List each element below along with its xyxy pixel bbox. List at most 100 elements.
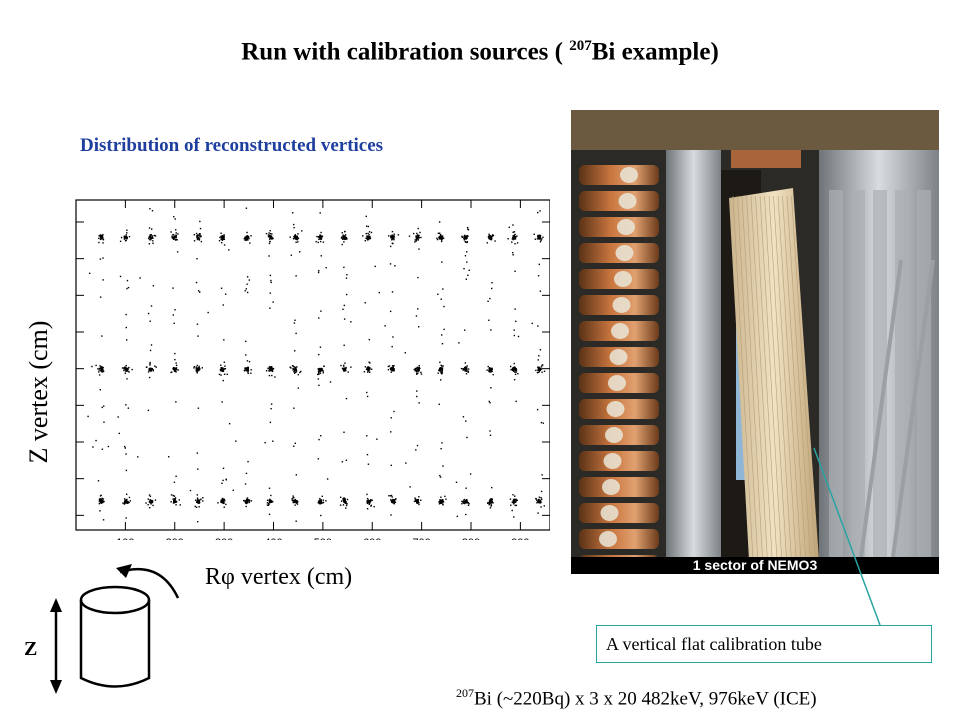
scatter-point bbox=[269, 240, 271, 243]
scatter-point bbox=[272, 301, 274, 303]
scatter-point bbox=[318, 370, 320, 372]
x-tick-label: 100 bbox=[116, 537, 134, 540]
wire-line bbox=[746, 195, 768, 561]
scatter-point bbox=[196, 236, 198, 239]
wire-line bbox=[768, 195, 792, 561]
scatter-point bbox=[172, 238, 175, 241]
scatter-point bbox=[488, 369, 490, 371]
scatter-point bbox=[244, 236, 246, 239]
scatter-point bbox=[149, 367, 151, 369]
scatter-point bbox=[345, 293, 348, 296]
scatter-point bbox=[441, 237, 444, 240]
scatter-point bbox=[516, 235, 518, 237]
scatter-point bbox=[223, 361, 226, 363]
scatter-point bbox=[514, 369, 516, 372]
scatter-point bbox=[249, 242, 251, 244]
scatter-point bbox=[125, 493, 128, 496]
scatter-point bbox=[175, 367, 177, 370]
x-tick-label: 600 bbox=[363, 537, 381, 540]
scatter-point bbox=[101, 498, 104, 500]
scatter-point bbox=[318, 317, 320, 319]
x-tick-label: 800 bbox=[462, 537, 480, 540]
plot-frame bbox=[75, 199, 550, 531]
scatter-point bbox=[224, 368, 227, 370]
scatter-point bbox=[511, 509, 513, 512]
scatter-point bbox=[416, 373, 418, 375]
scatter-point bbox=[125, 370, 128, 372]
scatter-point bbox=[368, 361, 370, 363]
scatter-point bbox=[488, 370, 490, 372]
scatter-point bbox=[124, 499, 126, 502]
scatter-point bbox=[99, 368, 102, 370]
scatter-point bbox=[247, 239, 249, 241]
scatter-point bbox=[540, 506, 542, 508]
scatter-point bbox=[103, 405, 105, 407]
scatter-point bbox=[293, 226, 295, 229]
scatter-point bbox=[491, 500, 493, 503]
scatter-point bbox=[150, 228, 153, 230]
scatter-point bbox=[339, 504, 342, 506]
scatter-point bbox=[170, 231, 172, 233]
scatter-point bbox=[343, 431, 345, 433]
scatter-point bbox=[443, 328, 445, 331]
scatter-point bbox=[196, 372, 198, 374]
scatter-point bbox=[489, 500, 492, 503]
scatter-point bbox=[541, 238, 543, 240]
scatter-point bbox=[218, 373, 221, 376]
scatter-point bbox=[220, 369, 222, 371]
scatter-point bbox=[512, 368, 515, 370]
scatter-point bbox=[488, 400, 490, 403]
scatter-point bbox=[376, 438, 378, 440]
scatter-point bbox=[489, 368, 492, 371]
scatter-point bbox=[464, 500, 467, 502]
scatter-point bbox=[317, 271, 320, 274]
scatter-point bbox=[126, 232, 128, 234]
scatter-point bbox=[390, 498, 392, 501]
scatter-point bbox=[368, 236, 371, 238]
wire-line bbox=[732, 195, 754, 561]
scatter-point bbox=[420, 371, 422, 374]
scatter-point bbox=[248, 500, 251, 502]
pmt-block bbox=[579, 165, 659, 185]
scatter-point bbox=[195, 232, 198, 235]
scatter-point bbox=[343, 318, 346, 320]
scatter-point bbox=[296, 236, 298, 239]
scatter-point bbox=[345, 459, 348, 461]
scatter-point bbox=[320, 255, 322, 257]
scatter-point bbox=[223, 339, 225, 341]
scatter-point bbox=[539, 234, 541, 237]
scatter-point bbox=[92, 446, 94, 448]
scatter-point bbox=[464, 255, 467, 257]
scatter-point bbox=[174, 352, 176, 355]
scatter-point bbox=[441, 236, 444, 238]
scatter-point bbox=[538, 234, 541, 237]
scatter-point bbox=[340, 237, 343, 239]
scatter-point bbox=[298, 251, 301, 253]
scatter-point bbox=[247, 366, 249, 368]
scatter-point bbox=[489, 507, 492, 509]
scatter-point bbox=[490, 287, 493, 290]
scatter-point bbox=[99, 234, 102, 236]
scatter-point bbox=[195, 368, 198, 370]
scatter-point bbox=[150, 237, 152, 239]
wire-line bbox=[786, 195, 811, 561]
scatter-point bbox=[246, 497, 249, 499]
scatter-point bbox=[100, 236, 103, 239]
scatter-point bbox=[513, 231, 516, 233]
scatter-point bbox=[124, 501, 126, 504]
scatter-point bbox=[289, 366, 291, 368]
scatter-point bbox=[418, 236, 420, 238]
scatter-point bbox=[294, 319, 296, 321]
scatter-point bbox=[439, 369, 441, 371]
scatter-point bbox=[395, 498, 397, 500]
scatter-point bbox=[418, 496, 420, 498]
scatter-point bbox=[346, 238, 348, 240]
scatter-point bbox=[368, 370, 370, 372]
scatter-point bbox=[364, 302, 366, 304]
scatter-point bbox=[117, 416, 119, 418]
scatter-point bbox=[463, 368, 465, 370]
scatter-point bbox=[225, 479, 228, 481]
scatter-point bbox=[541, 498, 543, 500]
scatter-point bbox=[391, 235, 393, 237]
scatter-point bbox=[371, 499, 373, 501]
